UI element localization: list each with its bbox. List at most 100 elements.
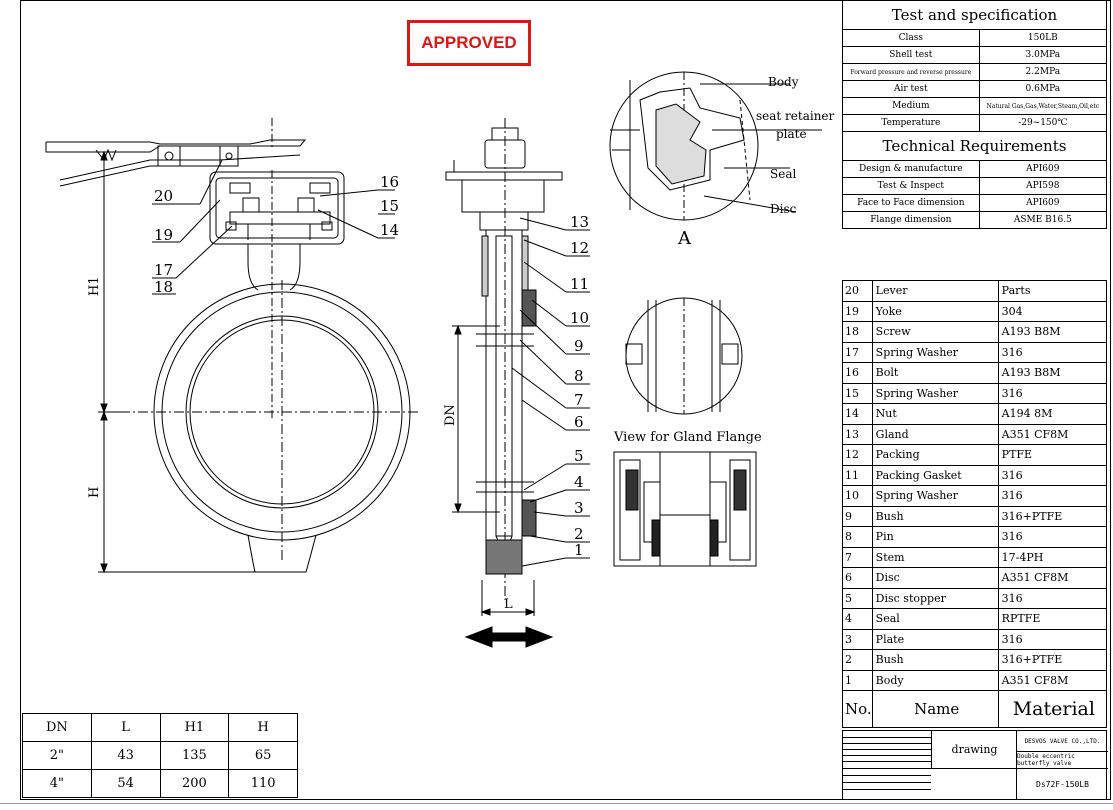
- drawing-frame: [20, 0, 1111, 800]
- dim-cell: 43: [90, 741, 161, 770]
- req-value: API609: [978, 194, 1108, 212]
- dim-header: H: [228, 713, 298, 742]
- part-material: 316+PTFE: [997, 649, 1108, 671]
- part-material: 316: [997, 341, 1108, 363]
- balloon-15: 15: [380, 197, 399, 215]
- part-material: Parts: [997, 280, 1108, 302]
- part-no: 20: [842, 280, 873, 302]
- part-no: 12: [842, 444, 873, 466]
- spec-label: Forward pressure and reverse pressure: [842, 63, 980, 81]
- detail-a-plate-label: plate: [776, 127, 807, 141]
- balloon-9: 9: [574, 337, 584, 355]
- part-name: Screw: [871, 321, 999, 343]
- part-name: Bolt: [871, 362, 999, 384]
- part-material: 17-4PH: [997, 546, 1108, 568]
- balloon-2: 2: [574, 525, 584, 543]
- part-no: 2: [842, 649, 873, 671]
- part-name: Body: [871, 669, 999, 691]
- valve-body-side: [445, 118, 563, 600]
- dim-header: DN: [22, 713, 92, 742]
- part-material: A194 8M: [997, 403, 1108, 425]
- dim-h-label: H: [87, 487, 102, 498]
- part-material: A351 CF8M: [997, 567, 1108, 589]
- spec-label: Temperature: [842, 114, 980, 132]
- approved-stamp: APPROVED: [407, 20, 531, 66]
- part-name: Spring Washer: [871, 382, 999, 404]
- balloon-17: 17: [154, 261, 173, 279]
- part-no: 19: [842, 300, 873, 322]
- req-value: API598: [978, 177, 1108, 195]
- detail-a-title: A: [677, 228, 692, 249]
- part-no: 16: [842, 362, 873, 384]
- part-name: Packing Gasket: [871, 464, 999, 486]
- part-no: 8: [842, 526, 873, 548]
- gland-view-title: View for Gland Flange: [613, 430, 762, 445]
- dim-l-label: L: [504, 597, 513, 612]
- req-label: Face to Face dimension: [842, 194, 980, 212]
- part-name: Lever: [871, 280, 999, 302]
- part-material: A193 B8M: [997, 321, 1108, 343]
- part-name: Disc stopper: [871, 587, 999, 609]
- title-block-description: Double eccentric butterfly valve: [1016, 751, 1108, 769]
- balloon-8: 8: [574, 367, 584, 385]
- lever-assembly: [45, 118, 307, 187]
- parts-header-name: Name: [871, 690, 999, 728]
- spec-value: -29~150℃: [978, 114, 1108, 132]
- req-value: API609: [978, 160, 1108, 178]
- dim-cell: 65: [228, 741, 298, 770]
- balloon-13: 13: [570, 213, 589, 231]
- balloon-20: 20: [154, 187, 173, 205]
- balloon-10: 10: [570, 309, 589, 327]
- part-material: 304: [997, 300, 1108, 322]
- req-label: Design & manufacture: [842, 160, 980, 178]
- part-no: 10: [842, 485, 873, 507]
- req-value: ASME B16.5: [978, 211, 1108, 229]
- dim-cell: 54: [90, 769, 161, 798]
- balloon-18: 18: [154, 278, 173, 296]
- spec-title: Test and specification: [842, 0, 1107, 30]
- detail-a-retainer-label: seat retainer: [756, 109, 835, 123]
- part-name: Bush: [871, 649, 999, 671]
- detail-a-disc-label: Disc: [770, 202, 797, 216]
- dim-cell: 110: [228, 769, 298, 798]
- part-no: 15: [842, 382, 873, 404]
- part-no: 11: [842, 464, 873, 486]
- spec-value: 0.6MPa: [978, 80, 1108, 98]
- detail-a-body-label: Body: [768, 75, 799, 89]
- part-no: 3: [842, 628, 873, 650]
- part-no: 7: [842, 546, 873, 568]
- part-material: RPTFE: [997, 608, 1108, 630]
- part-name: Packing: [871, 444, 999, 466]
- dim-dn-label: DN: [443, 404, 458, 426]
- balloon-5: 5: [574, 447, 584, 465]
- part-material: 316+PTFE: [997, 505, 1108, 527]
- spec-label: Class: [842, 29, 980, 47]
- req-label: Test & Inspect: [842, 177, 980, 195]
- dim-cell: 200: [159, 769, 230, 798]
- part-no: 18: [842, 321, 873, 343]
- part-material: 316: [997, 382, 1108, 404]
- part-name: Disc: [871, 567, 999, 589]
- part-name: Seal: [871, 608, 999, 630]
- title-block-grid: [843, 731, 931, 801]
- part-material: A351 CF8M: [997, 423, 1108, 445]
- balloon-19: 19: [154, 226, 173, 244]
- part-no: 9: [842, 505, 873, 527]
- part-name: Stem: [871, 546, 999, 568]
- title-block-drawing: drawing: [931, 731, 1017, 769]
- part-material: 316: [997, 628, 1108, 650]
- dimension-table: DN L H1 H 2" 43 135 65 4" 54 200 110: [22, 713, 298, 798]
- part-no: 4: [842, 608, 873, 630]
